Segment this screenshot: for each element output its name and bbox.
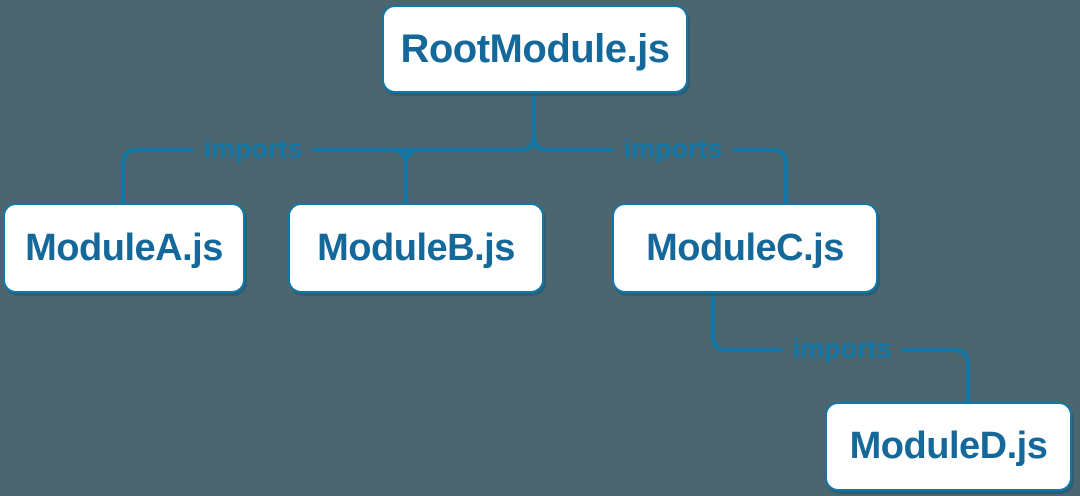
- edge-root-to-a: [121, 91, 536, 205]
- node-moduled-js: ModuleD.js: [825, 402, 1072, 491]
- edge-label-imports-right: imports: [613, 134, 733, 165]
- node-modulea-js: ModuleA.js: [3, 203, 245, 293]
- edge-label-imports-bottom: imports: [782, 334, 902, 365]
- node-modulec-js: ModuleC.js: [612, 203, 878, 293]
- edge-label-imports-left: imports: [193, 134, 313, 165]
- edge-root-to-b: [390, 148, 422, 205]
- node-rootmodule-js: RootModule.js: [382, 5, 688, 93]
- node-moduleb-js: ModuleB.js: [288, 203, 544, 293]
- edge-c-to-d: [711, 291, 970, 404]
